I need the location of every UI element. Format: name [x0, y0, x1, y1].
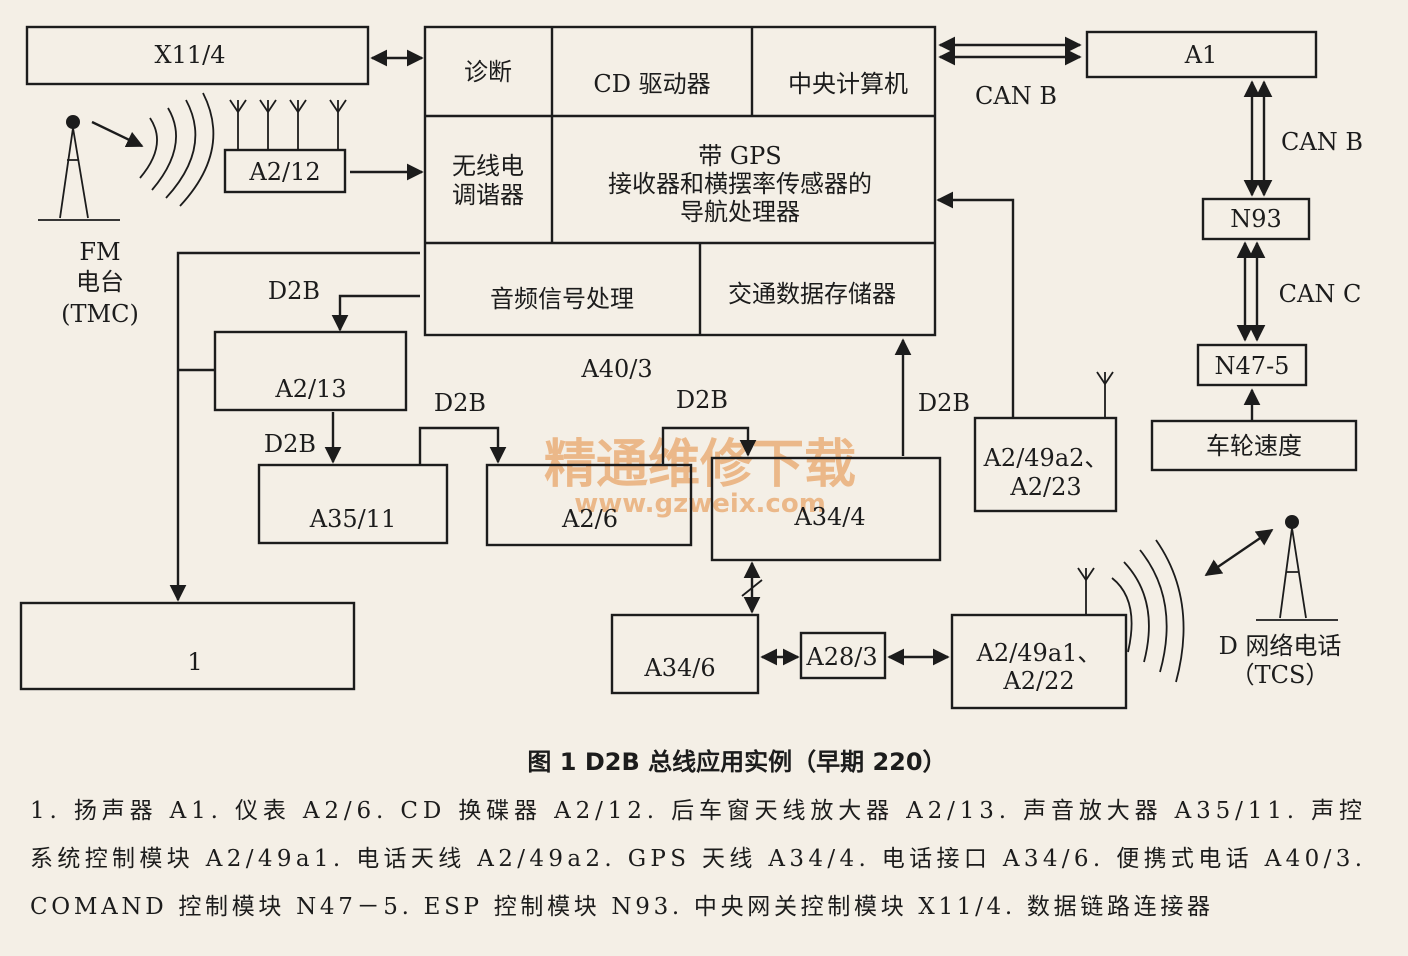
- label-a2-6: A2/6: [561, 505, 618, 533]
- label-a1: A1: [1184, 41, 1218, 69]
- box-a35-11: [257, 463, 449, 545]
- legend-line-1: 1. 扬声器 A1. 仪表 A2/6. CD 换碟器 A2/12. 后车窗天线放…: [30, 798, 1362, 824]
- label-d2b-2: D2B: [264, 430, 316, 458]
- box-a2-49a1: [950, 613, 1128, 710]
- radio-tower-icon: [38, 115, 120, 221]
- label-a35-11: A35/11: [309, 505, 397, 533]
- figure-caption: 图 1 D2B 总线应用实例（早期 220）: [527, 748, 946, 776]
- label-fm-2: 电台: [76, 268, 124, 296]
- label-d2b-1: D2B: [268, 277, 320, 305]
- label-can-c: CAN C: [1279, 280, 1362, 308]
- label-a2-12: A2/12: [248, 158, 320, 186]
- label-diag: 诊断: [464, 58, 512, 86]
- label-a28-3: A28/3: [805, 643, 877, 671]
- antenna-icon: [229, 99, 347, 150]
- label-dnet-1: D 网络电话: [1219, 632, 1342, 660]
- box-wheel-speed: [1150, 419, 1358, 472]
- label-a34-6: A34/6: [643, 654, 715, 682]
- legend-line-3: COMAND 控制模块 N47－5. ESP 控制模块 N93. 中央网关控制模…: [30, 894, 1210, 920]
- legend-line-2: 系统控制模块 A2/49a1. 电话天线 A2/49a2. GPS 天线 A34…: [30, 846, 1362, 872]
- radio-wave-icon: [1111, 539, 1185, 683]
- wire-to-speaker: [169, 251, 420, 602]
- box-a28-3: [799, 631, 887, 680]
- box-a40-3: [423, 25, 937, 337]
- label-fm-1: FM: [79, 238, 120, 266]
- box-speaker-1: [19, 601, 356, 691]
- box-a2-13: [213, 330, 408, 412]
- label-n47-5: N47-5: [1215, 352, 1290, 380]
- box-n93: [1201, 197, 1311, 241]
- double-arrow-icon: [1204, 529, 1274, 576]
- label-a40-3: A40/3: [580, 355, 652, 383]
- box-a34-6: [610, 613, 760, 695]
- box-a2-12: [223, 148, 347, 194]
- label-can-b-v: CAN B: [1281, 128, 1363, 156]
- antenna-icon: [1077, 567, 1095, 615]
- label-cd-drive: CD 驱动器: [593, 70, 710, 98]
- label-a2-49a1-2: A2/22: [1002, 667, 1074, 695]
- label-tuner-1: 无线电: [452, 152, 524, 180]
- watermark-url: www.gzweix.com: [574, 489, 826, 519]
- label-speaker-1: 1: [187, 648, 202, 676]
- box-n47-5: [1196, 343, 1308, 387]
- label-wheel-speed: 车轮速度: [1206, 432, 1302, 460]
- radio-wave-icon: [139, 92, 215, 207]
- label-a2-49a2-1: A2/49a2、: [983, 444, 1109, 472]
- label-fm-3: (TMC): [61, 300, 139, 328]
- radio-tower-icon: [1256, 515, 1338, 621]
- label-audio: 音频信号处理: [490, 285, 634, 313]
- label-nav-1: 带 GPS: [698, 142, 781, 170]
- label-dnet-2: （TCS）: [1231, 661, 1330, 689]
- label-a34-4: A34/4: [793, 503, 865, 531]
- box-x11-4: [25, 25, 370, 86]
- label-a2-49a1-1: A2/49a1、: [976, 639, 1102, 667]
- label-x11-4: X11/4: [155, 41, 226, 69]
- box-a2-6: [485, 463, 693, 547]
- box-a34-4: [710, 456, 942, 562]
- box-a1: [1085, 30, 1318, 79]
- label-n93: N93: [1230, 205, 1282, 233]
- antenna-icon: [1096, 371, 1114, 418]
- label-a2-13: A2/13: [274, 375, 346, 403]
- label-a2-49a2-2: A2/23: [1009, 473, 1081, 501]
- label-d2b-5: D2B: [918, 389, 970, 417]
- label-nav-3: 导航处理器: [680, 198, 800, 226]
- label-central-computer: 中央计算机: [788, 70, 908, 98]
- box-a2-49a2: [973, 416, 1118, 513]
- label-tuner-2: 调谐器: [452, 181, 524, 209]
- label-d2b-4: D2B: [676, 386, 728, 414]
- label-can-b-h: CAN B: [975, 82, 1057, 110]
- label-d2b-3: D2B: [434, 389, 486, 417]
- label-traffic: 交通数据存储器: [728, 280, 896, 308]
- label-nav-2: 接收器和横摆率传感器的: [608, 170, 872, 198]
